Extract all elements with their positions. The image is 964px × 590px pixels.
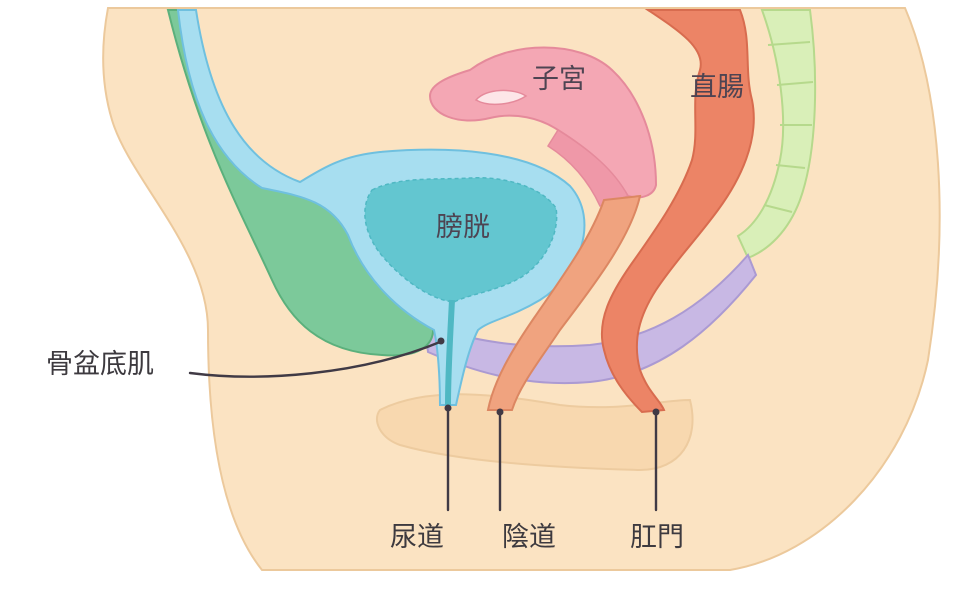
vagina-marker: [496, 408, 504, 416]
anus-label: 肛門: [630, 522, 684, 553]
uterus-label: 子宮: [532, 64, 586, 95]
rectum: [600, 9, 755, 414]
vagina-label: 陰道: [502, 522, 556, 553]
pelvic-floor-marker: [437, 337, 445, 345]
perineum-region: [375, 393, 694, 472]
bladder-label: 膀胱: [436, 212, 490, 243]
uterine-cavity: [474, 89, 528, 106]
urethra-label: 尿道: [390, 522, 444, 553]
vertebra-lines: [763, 41, 814, 213]
bladder-inner: [364, 176, 558, 303]
cervix: [546, 128, 630, 207]
rectum-label: 直腸: [690, 72, 744, 103]
anus-marker: [652, 408, 660, 416]
urethra-tube: [445, 299, 455, 406]
urethra-marker: [444, 404, 452, 412]
vagina: [486, 194, 642, 411]
pelvic-floor-label: 骨盆底肌: [46, 349, 154, 380]
pelvic-floor-leader-line: [188, 340, 442, 378]
